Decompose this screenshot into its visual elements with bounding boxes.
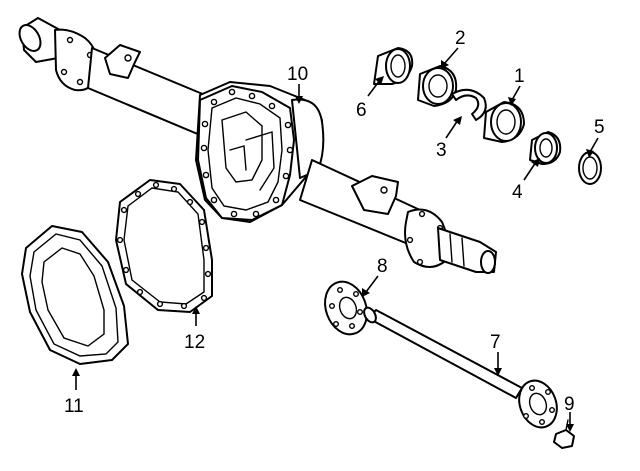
callout-1: 1 <box>514 66 525 87</box>
callout-5: 5 <box>594 117 605 138</box>
callout-8: 8 <box>377 256 388 277</box>
axle-housing <box>18 17 497 274</box>
callout-11: 11 <box>64 396 84 417</box>
part-1-bearing <box>483 101 525 143</box>
callout-7: 7 <box>490 332 501 353</box>
part-4-seal <box>529 131 562 165</box>
callout-3: 3 <box>436 140 447 161</box>
part-12-gasket <box>115 179 213 313</box>
callout-4: 4 <box>512 182 523 203</box>
part-9-bolt <box>553 419 575 449</box>
callout-10: 10 <box>287 64 308 85</box>
part-11-cover <box>21 225 129 365</box>
part-7-axle-shaft <box>363 306 558 429</box>
part-6-seal <box>373 47 414 85</box>
callouts: 10 6 2 1 3 5 4 8 12 <box>64 28 605 432</box>
part-3-snap-ring <box>451 88 487 121</box>
part-2-bearing <box>417 65 458 107</box>
part-8-flange <box>324 280 368 336</box>
callout-2: 2 <box>455 28 466 49</box>
part-5-washer <box>578 151 602 185</box>
callout-12: 12 <box>184 332 205 353</box>
callout-9: 9 <box>564 394 575 415</box>
callout-6: 6 <box>356 100 367 121</box>
